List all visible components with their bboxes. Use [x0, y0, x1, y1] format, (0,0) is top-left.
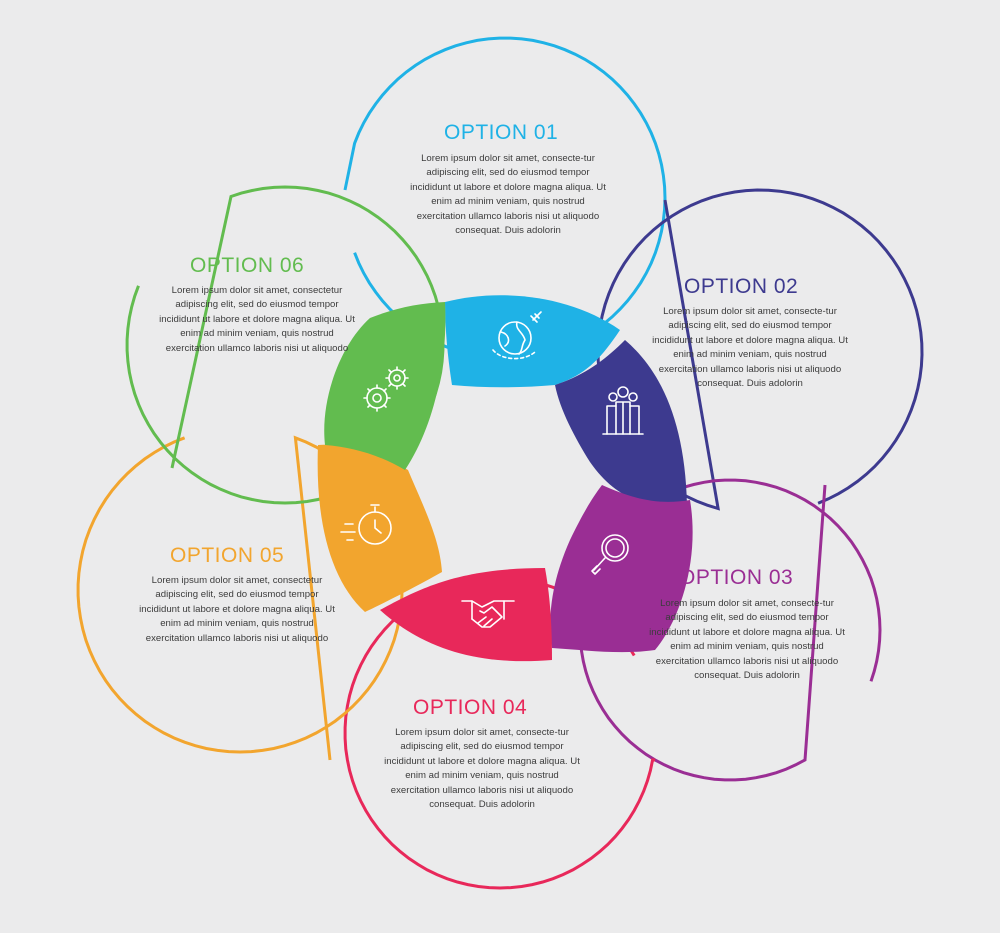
- option-03-segment: [550, 485, 693, 653]
- option-06-title: OPTION 06: [190, 254, 305, 277]
- stopwatch-icon: [340, 504, 392, 545]
- option-02-segment: [555, 340, 687, 506]
- option-01-segment: [445, 295, 620, 388]
- option-05-title: OPTION 05: [170, 544, 285, 567]
- center-segments: [317, 295, 693, 662]
- option-01-title: OPTION 01: [444, 121, 559, 144]
- option-02-body: Lorem ipsum dolor sit amet, consecte-tur…: [652, 306, 848, 390]
- option-06-body: Lorem ipsum dolor sit amet, consectetur …: [159, 285, 355, 354]
- option-06-segment: [324, 302, 446, 470]
- handshake-icon: [461, 600, 515, 628]
- option-03-title: OPTION 03: [679, 566, 794, 589]
- stock-id-label: #276630729: [0, 727, 5, 833]
- option-01-body: Lorem ipsum dolor sit amet, consecte-tur…: [410, 153, 606, 237]
- magnifier-icon: [591, 534, 629, 575]
- gears-icon: [363, 366, 409, 412]
- option-04-segment: [380, 568, 552, 662]
- option-03-body: Lorem ipsum dolor sit amet, consecte-tur…: [649, 598, 845, 682]
- option-04-title: OPTION 04: [413, 696, 528, 719]
- team-people-icon: [602, 386, 644, 435]
- option-02-title: OPTION 02: [684, 275, 799, 298]
- globe-plane-icon: [492, 311, 542, 360]
- option-05-segment: [317, 444, 442, 612]
- option-04-body: Lorem ipsum dolor sit amet, consecte-tur…: [384, 727, 580, 811]
- option-05-body: Lorem ipsum dolor sit amet, consectetur …: [139, 575, 335, 644]
